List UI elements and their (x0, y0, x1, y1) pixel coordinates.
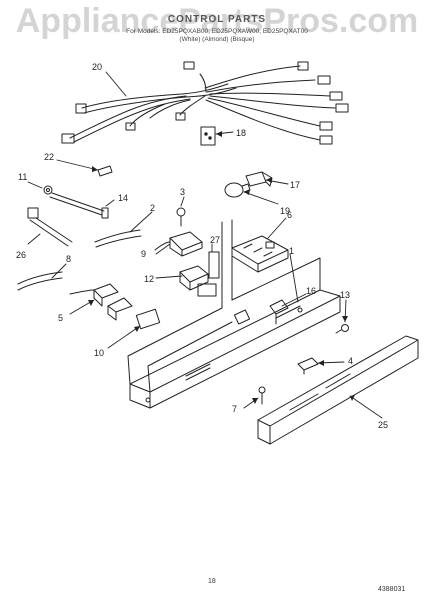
capillary-tube (94, 229, 142, 248)
instruction-label (135, 308, 161, 330)
models-line: For Models: ED25PQXAB00, ED25PQXAW00, ED… (126, 28, 308, 35)
thermostat-control (154, 231, 203, 257)
control-board (231, 235, 289, 273)
callout-14: 14 (118, 193, 128, 203)
overlay-label (197, 283, 217, 297)
callout-25: 25 (378, 420, 388, 430)
sensor-rod (27, 207, 73, 247)
callout-20: 20 (92, 62, 102, 72)
arrowheads (88, 131, 355, 404)
defrost-control (69, 283, 133, 321)
watermark: AppliancePartsPros.com (15, 2, 419, 40)
screw-13 (335, 324, 349, 334)
callout-12: 12 (144, 274, 154, 284)
model-list: For Models: ED25PQXAB00, ED25PQXAW00, ED… (0, 28, 434, 44)
callout-13: 13 (340, 290, 350, 300)
switch-part (269, 299, 289, 325)
callout-22: 22 (44, 152, 54, 162)
callout-27: 27 (210, 235, 220, 245)
callout-9: 9 (141, 249, 146, 259)
control-label (208, 251, 220, 279)
callout-3: 3 (180, 187, 185, 197)
callout-19: 19 (280, 206, 290, 216)
wire-harness (61, 61, 349, 145)
thermistor-sensor (43, 185, 109, 219)
callout-5: 5 (58, 313, 63, 323)
control-housing (127, 219, 341, 409)
callout-18: 18 (236, 128, 246, 138)
freezer-control (179, 265, 209, 291)
callout-11: 11 (18, 172, 27, 182)
screw-7 (258, 386, 266, 405)
screw-3 (176, 207, 186, 227)
switch-plate (200, 126, 216, 146)
callout-4: 4 (348, 356, 353, 366)
part-number: 4388031 (378, 586, 406, 593)
mounting-clip (297, 357, 319, 375)
callout-7: 7 (232, 404, 237, 414)
callout-8: 8 (66, 254, 71, 264)
color-notes: (White) (Almond) (Bisque) (179, 36, 255, 43)
trim-panel (257, 335, 419, 445)
page-number: 18 (208, 578, 216, 585)
callout-2: 2 (150, 203, 155, 213)
diagram-title: CONTROL PARTS (167, 14, 267, 25)
callout-1: 1 (289, 246, 294, 256)
callout-26: 26 (16, 250, 26, 260)
callout-17: 17 (290, 180, 300, 190)
callout-6: 6 (287, 210, 292, 220)
callout-10: 10 (94, 348, 104, 358)
callout-16: 16 (306, 286, 316, 296)
small-clip (97, 165, 113, 177)
light-bulb (224, 182, 251, 198)
callout-numbers: 20 18 22 11 14 3 17 2 19 6 27 9 1 26 8 1… (16, 62, 388, 430)
